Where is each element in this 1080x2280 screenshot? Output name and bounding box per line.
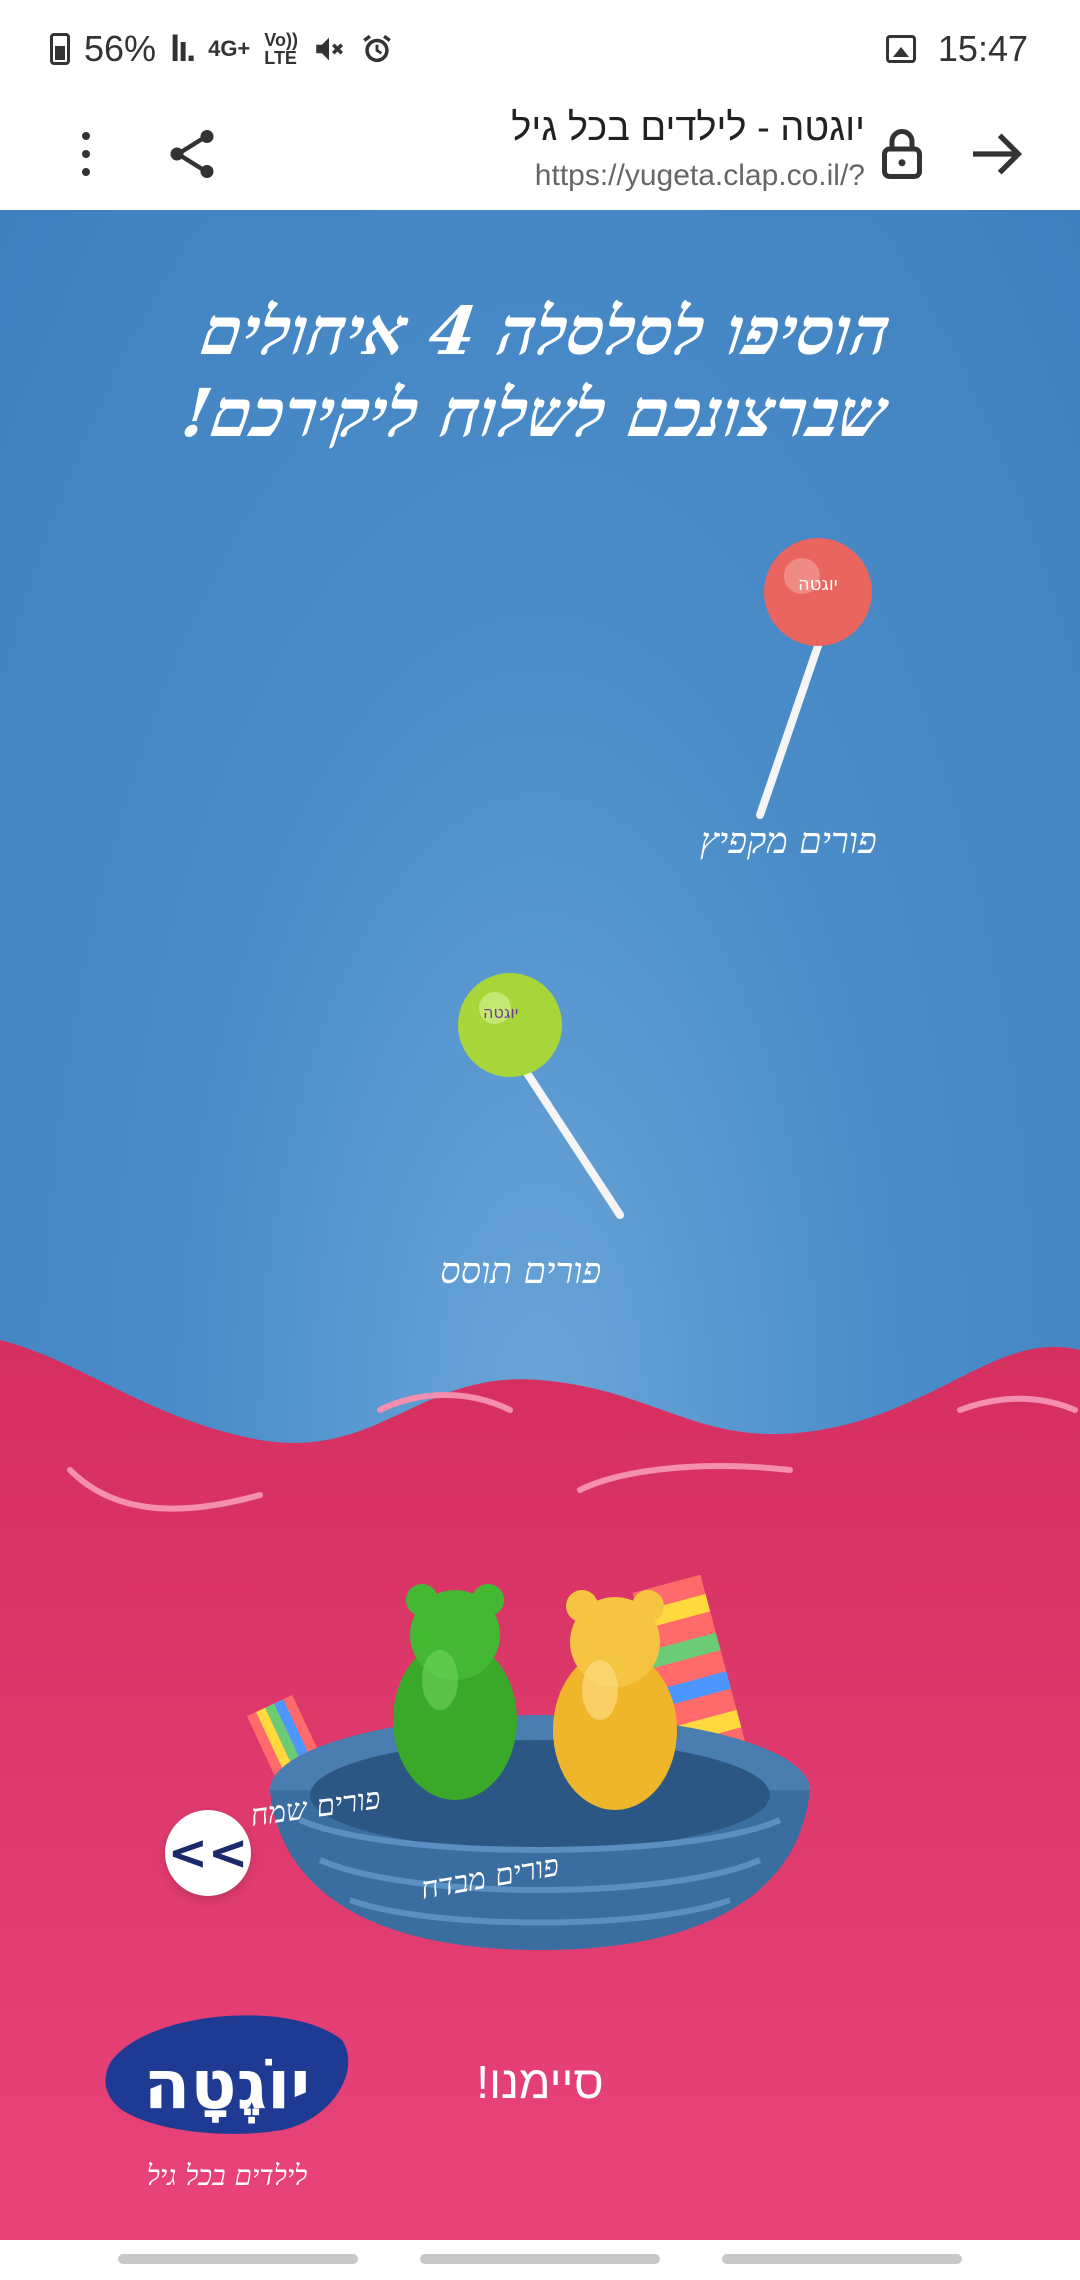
lollipop-green[interactable]: יוגטה <box>445 970 645 1230</box>
svg-text:יוגטה: יוגטה <box>483 1003 518 1022</box>
page-headline: הוסיפו לסלסלה 4 איחולים שברצונכם לשלוח ל… <box>78 290 1001 454</box>
web-content: הוסיפו לסלסלה 4 איחולים שברצונכם לשלוח ל… <box>0 210 1080 2240</box>
mute-icon <box>316 37 344 61</box>
nav-segment-right[interactable] <box>722 2254 962 2264</box>
next-button[interactable]: << <box>165 1810 251 1896</box>
status-right: 15:47 <box>885 28 1028 70</box>
network-type: 4G+ <box>208 36 251 61</box>
nav-segment-center[interactable] <box>420 2254 660 2264</box>
logo-slogan: לילדים בכל גיל <box>147 2159 308 2192</box>
finish-button[interactable]: סיימנו! <box>476 2056 604 2108</box>
headline-line-1: הוסיפו לסלסלה 4 איחולים <box>196 292 896 370</box>
headline-line-2: שברצונכם לשלוח ליקירכם! <box>177 374 892 452</box>
yugeta-logo: יוֹגֶטָה לילדים בכל גיל <box>92 1990 362 2210</box>
browser-toolbar: יוגטה - לילדים בכל גיל https://yugeta.cl… <box>0 100 1080 211</box>
image-notification-icon <box>885 35 916 63</box>
lock-icon[interactable] <box>872 122 932 186</box>
page-title: יוגטה - לילדים בכל גיל <box>511 107 865 149</box>
logo-text: יוֹגֶטָה <box>144 2046 311 2125</box>
battery-icon <box>50 33 70 65</box>
share-icon[interactable] <box>162 122 222 186</box>
basket[interactable] <box>240 1560 840 1960</box>
more-options-icon[interactable] <box>66 124 106 184</box>
page-title-block[interactable]: יוגטה - לילדים בכל גיל https://yugeta.cl… <box>511 102 865 198</box>
item-label-red: פורים מקפיץ <box>700 821 877 862</box>
page-url: https://yugeta.clap.co.il/? <box>534 159 865 192</box>
yellow-gummy-bear <box>553 1590 677 1810</box>
clock: 15:47 <box>937 28 1028 69</box>
svg-text:יוגטה: יוגטה <box>798 574 838 595</box>
nav-segment-left[interactable] <box>118 2254 358 2264</box>
battery-level: 56% <box>84 28 157 69</box>
forward-arrow-icon[interactable] <box>962 122 1032 186</box>
navigation-bar <box>0 2240 1080 2280</box>
status-left: 56% lı. 4G+ Vo)) LTE <box>50 28 394 70</box>
item-label-green: פורים תוסס <box>440 1251 602 1292</box>
status-bar: 56% lı. 4G+ Vo)) LTE 15:47 <box>0 0 1080 100</box>
green-gummy-bear <box>393 1584 517 1800</box>
volte-indicator: Vo)) LTE <box>264 30 298 68</box>
logo-graphic: יוֹגֶטָה לילדים בכל גיל <box>105 2015 349 2192</box>
signal-icon: lı. <box>170 28 196 69</box>
alarm-icon <box>363 34 392 63</box>
lollipop-red[interactable]: יוגטה <box>740 530 890 830</box>
